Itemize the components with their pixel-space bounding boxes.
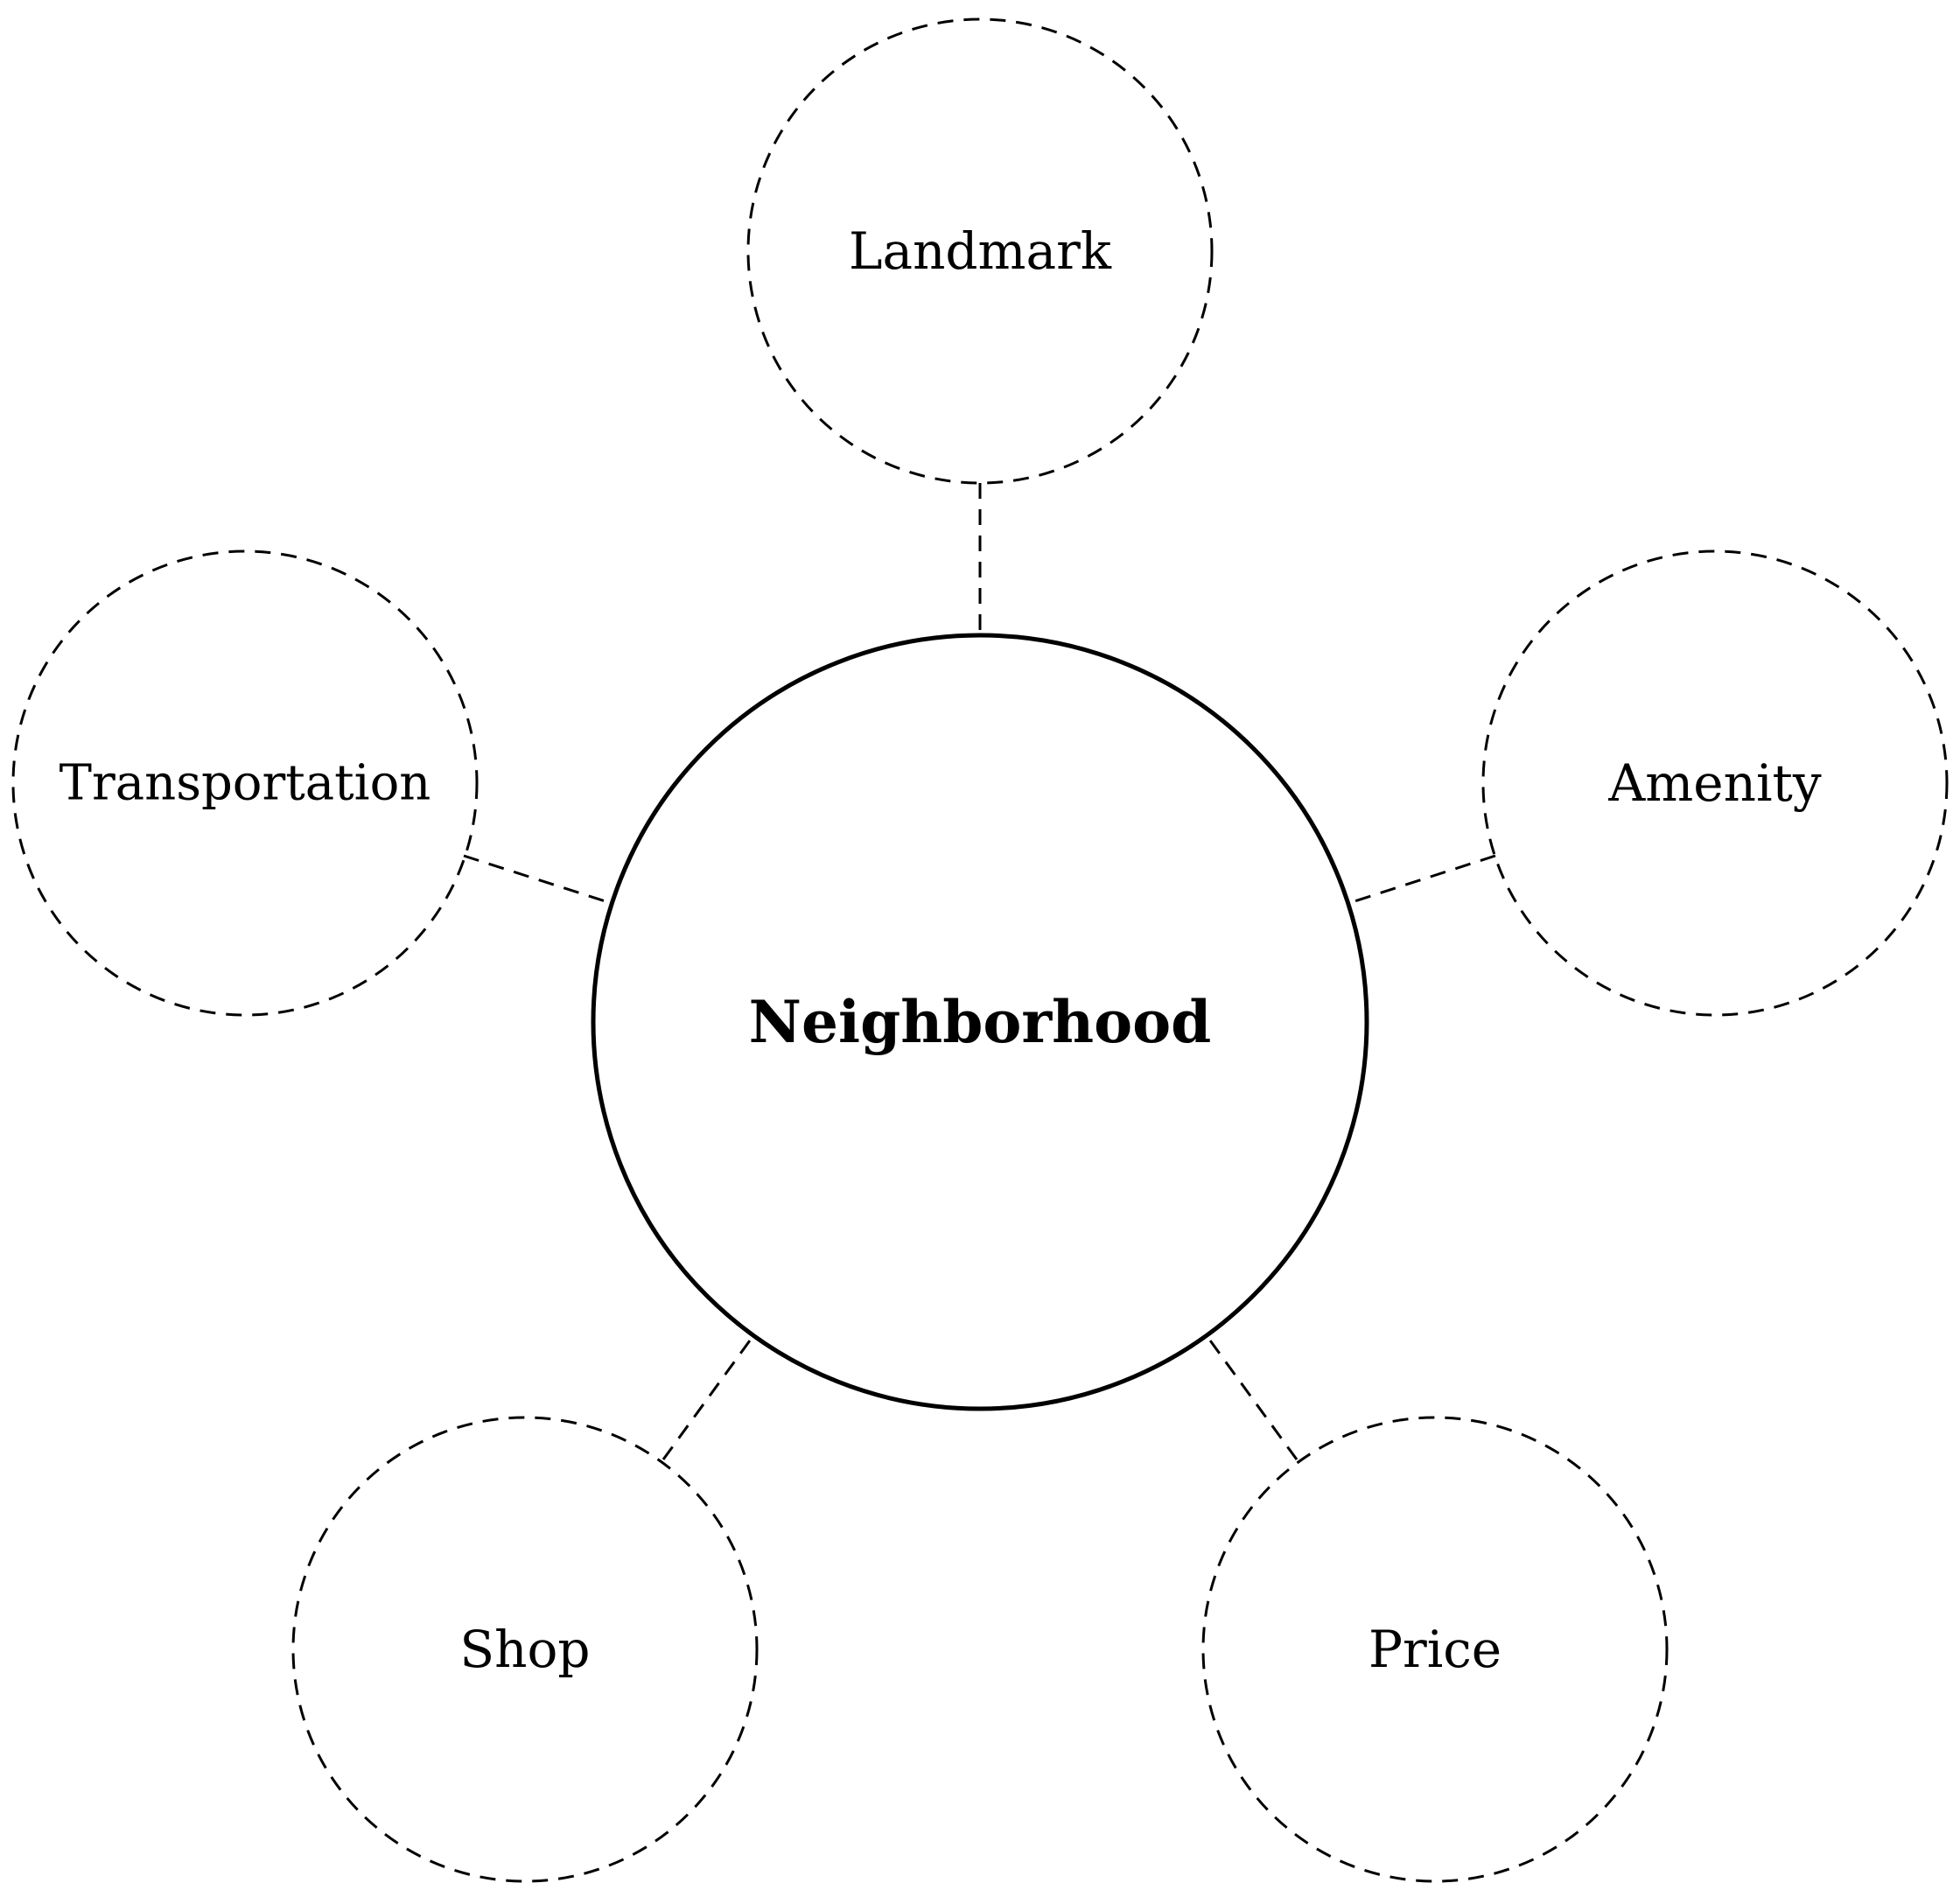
node-shop-circle — [291, 1416, 759, 1883]
node-amenity-circle — [1481, 550, 1949, 1017]
satellite-nodes: Landmark Transportation Amenity Shop Pri… — [11, 18, 1949, 1883]
node-landmark-circle — [746, 18, 1214, 485]
node-transportation: Transportation — [11, 550, 479, 1017]
node-transportation-circle — [11, 550, 479, 1017]
node-landmark-label: Landmark — [849, 221, 1112, 281]
node-landmark: Landmark — [746, 18, 1214, 485]
connector-amenity — [1348, 854, 1496, 905]
node-center-label: Neighborhood — [749, 988, 1212, 1056]
node-amenity: Amenity — [1481, 550, 1949, 1017]
connector-price — [1208, 1340, 1298, 1460]
node-price: Price — [1201, 1416, 1669, 1883]
node-shop: Shop — [291, 1416, 759, 1883]
node-shop-label: Shop — [459, 1620, 590, 1679]
node-price-label: Price — [1368, 1620, 1502, 1679]
node-center-circle — [591, 633, 1369, 1411]
node-amenity-label: Amenity — [1607, 753, 1821, 813]
connector-transportation — [463, 854, 612, 905]
connector-shop — [662, 1340, 752, 1460]
node-transportation-label: Transportation — [60, 755, 431, 812]
node-center: Neighborhood — [591, 633, 1369, 1411]
connectors — [463, 483, 1496, 1460]
node-price-circle — [1201, 1416, 1669, 1883]
